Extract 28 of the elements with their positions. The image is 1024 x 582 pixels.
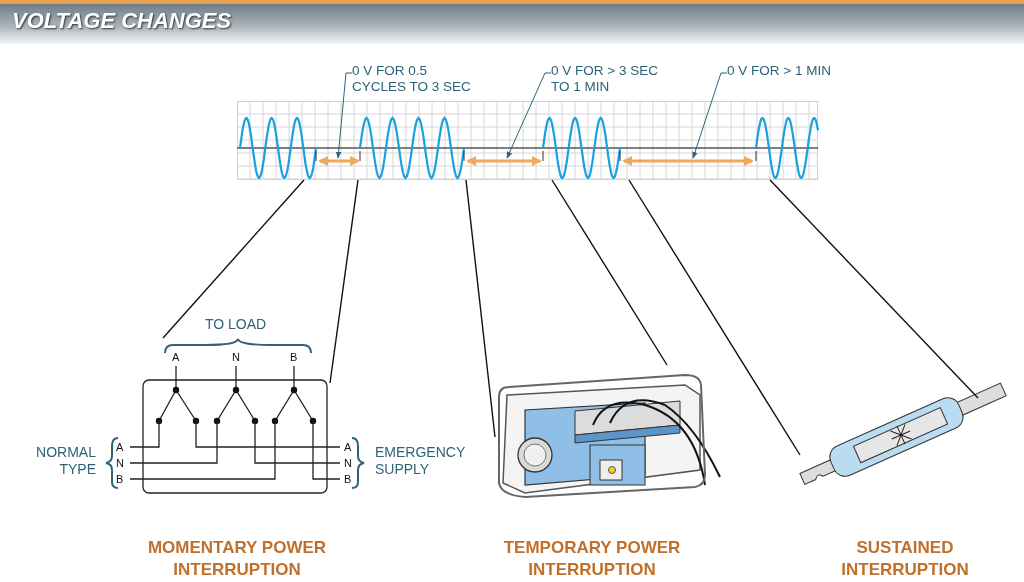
leader-line: [335, 72, 353, 159]
connector-line: [551, 179, 668, 366]
label: EMERGENCY SUPPLY: [375, 444, 466, 478]
callout-text: 0 V FOR > 1 MIN: [727, 63, 867, 81]
terminal-label: N: [232, 351, 240, 363]
connector-line: [162, 179, 305, 339]
callout-text: 0 V FOR 0.5 CYCLES TO 3 SEC: [352, 63, 478, 97]
connector-line: [769, 179, 979, 399]
terminal-label: A: [116, 441, 124, 453]
terminal-label: A: [344, 441, 352, 453]
node-label: TEMPORARY POWER INTERRUPTION: [502, 537, 682, 581]
node-label: MOMENTARY POWER INTERRUPTION: [146, 537, 328, 581]
connector-line: [465, 179, 496, 438]
label: NORMAL TYPE: [35, 444, 96, 478]
label: TO LOAD: [205, 316, 267, 333]
terminal-label: B: [344, 473, 352, 485]
terminal-label: N: [344, 457, 352, 469]
connector-line: [628, 179, 801, 456]
terminal-label: B: [290, 351, 298, 363]
terminal-label: N: [116, 457, 124, 469]
leader-line: [692, 72, 728, 159]
leader-line: [506, 72, 552, 159]
terminal-label: B: [116, 473, 124, 485]
connector-line: [329, 179, 359, 384]
node-label: SUSTAINED INTERRUPTION: [840, 537, 970, 581]
terminal-label: A: [172, 351, 180, 363]
title: VOLTAGE CHANGES: [12, 8, 232, 34]
callout-text: 0 V FOR > 3 SEC TO 1 MIN: [551, 63, 671, 97]
